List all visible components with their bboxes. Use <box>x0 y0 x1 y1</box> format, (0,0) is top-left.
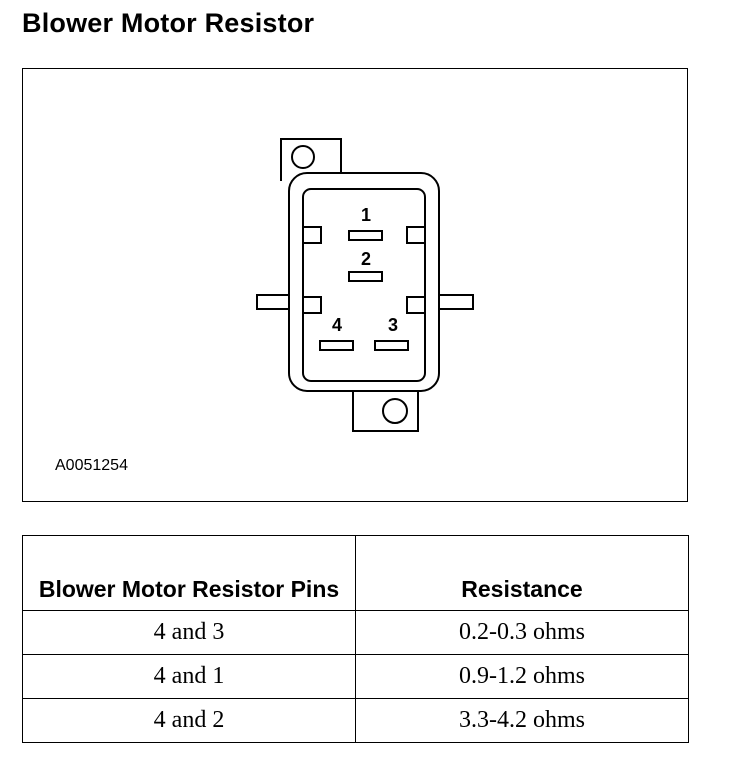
table-row: 4 and 2 3.3-4.2 ohms <box>22 698 689 743</box>
bottom-mounting-hole <box>382 398 408 424</box>
connector-figure: 1 2 3 4 A0051254 <box>22 68 688 502</box>
resistance-cell: 3.3-4.2 ohms <box>355 698 689 743</box>
resistance-cell: 0.2-0.3 ohms <box>355 610 689 655</box>
pin-1-terminal <box>348 230 383 241</box>
lower-right-notch <box>406 296 425 314</box>
resistance-table: Blower Motor Resistor Pins Resistance 4 … <box>22 535 689 743</box>
top-mounting-tab <box>280 138 342 181</box>
pin-1-label: 1 <box>361 205 371 225</box>
left-prong <box>256 294 293 310</box>
pins-cell: 4 and 1 <box>22 654 356 699</box>
pin-2-terminal <box>348 271 383 282</box>
pins-cell: 4 and 3 <box>22 610 356 655</box>
pin-2-label: 2 <box>361 249 371 269</box>
upper-left-notch <box>303 226 322 244</box>
pin-4-terminal <box>319 340 354 351</box>
table-header-row: Blower Motor Resistor Pins Resistance <box>22 535 689 611</box>
inner-cavity <box>302 188 426 382</box>
pin-3-label: 3 <box>388 315 398 335</box>
lower-left-notch <box>303 296 322 314</box>
header-resistance: Resistance <box>355 535 689 611</box>
pins-cell: 4 and 2 <box>22 698 356 743</box>
table-row: 4 and 3 0.2-0.3 ohms <box>22 610 689 655</box>
resistor-connector-diagram: 1 2 3 4 <box>256 138 474 432</box>
pin-4-label: 4 <box>332 315 342 335</box>
header-pins: Blower Motor Resistor Pins <box>22 535 356 611</box>
bottom-mounting-tab <box>352 387 419 432</box>
resistance-cell: 0.9-1.2 ohms <box>355 654 689 699</box>
figure-id: A0051254 <box>55 457 128 474</box>
right-prong <box>437 294 474 310</box>
pin-3-terminal <box>374 340 409 351</box>
page-title: Blower Motor Resistor <box>22 8 315 38</box>
top-mounting-hole <box>291 145 315 169</box>
table-row: 4 and 1 0.9-1.2 ohms <box>22 654 689 699</box>
upper-right-notch <box>406 226 425 244</box>
